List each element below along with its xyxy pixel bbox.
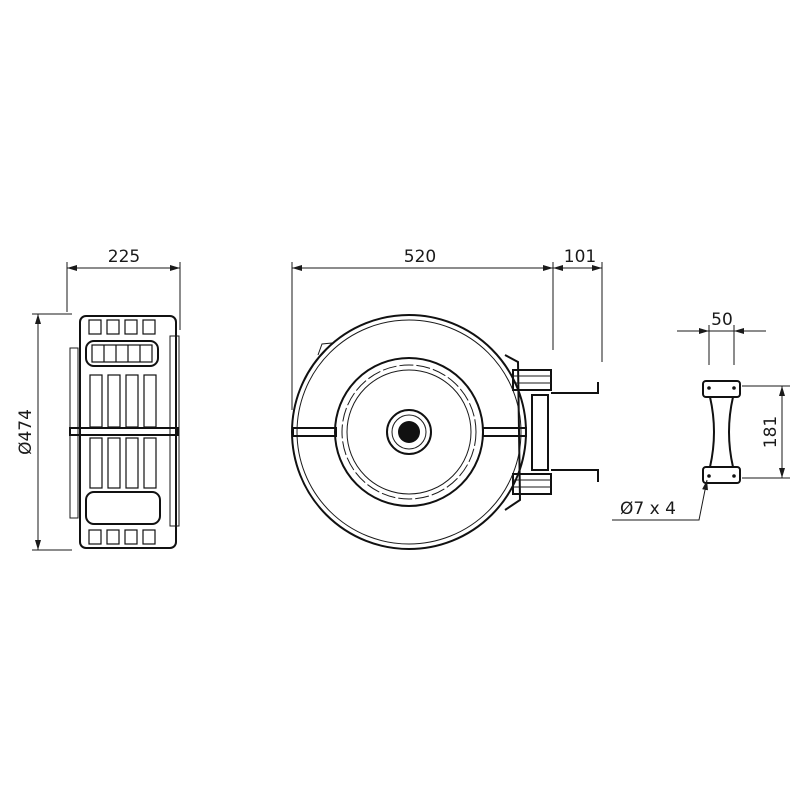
dimension-bracket-holes: Ø7 x 4 <box>620 499 676 519</box>
dimension-side-diameter: Ø474 <box>16 409 36 455</box>
dimension-front-offset: 101 <box>564 247 596 267</box>
bracket-detail: 50 181 Ø7 x 4 <box>612 310 790 521</box>
reel-hub <box>386 409 432 455</box>
dimension-side-width: 225 <box>108 247 140 267</box>
dimension-front-width: 520 <box>404 247 436 267</box>
reel-side-body <box>79 315 177 549</box>
dimension-bracket-width: 50 <box>711 310 733 330</box>
leader-line-holes <box>612 479 708 521</box>
front-view: 520 101 <box>291 247 603 550</box>
side-view: 225 Ø474 <box>16 247 181 551</box>
hose-inlet <box>398 421 420 443</box>
dimension-bracket-height: 181 <box>761 416 781 448</box>
